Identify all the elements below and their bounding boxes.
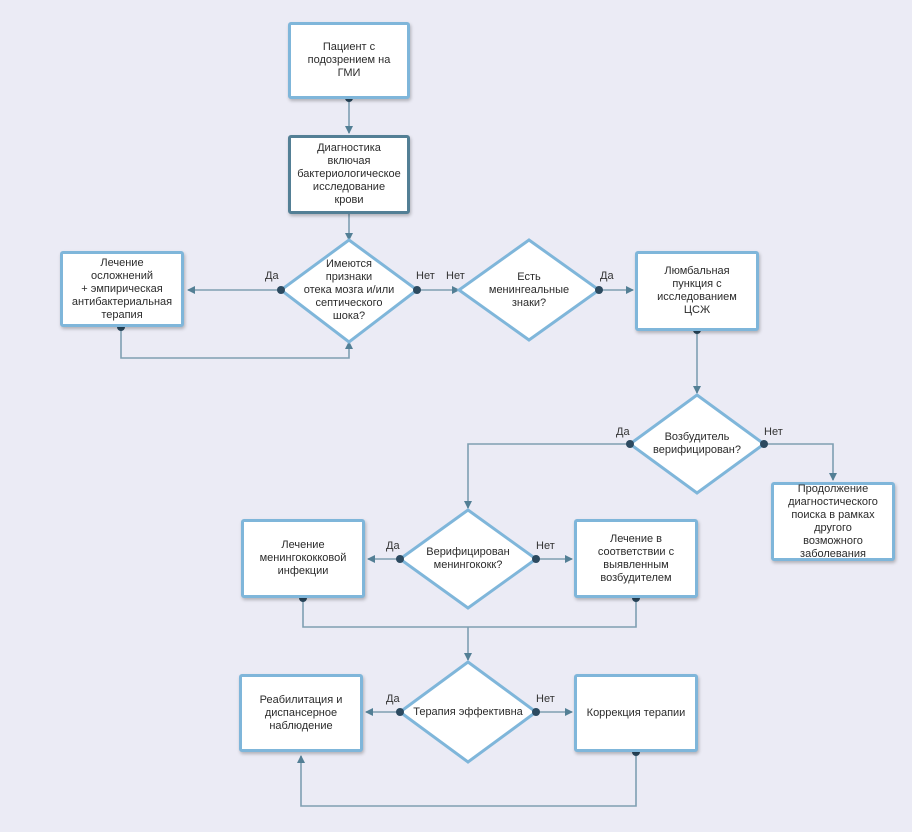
decision-meningeal-text: Есть менингеальные знаки?	[488, 270, 570, 309]
node-lumbar-puncture: Люмбальная пункция с исследованием ЦСЖ	[635, 251, 759, 331]
therapy-no-label: Нет	[536, 693, 555, 705]
pathogen-no-label: Нет	[764, 426, 783, 438]
node-meningococcal-treatment: Лечение менингококковой инфекции	[241, 519, 365, 598]
connector-dot	[532, 708, 540, 716]
pathogen-yes-label: Да	[616, 426, 630, 438]
decision-therapy-text: Терапия эффективна	[413, 705, 523, 718]
node-patient: Пациент с подозрением на ГМИ	[288, 22, 410, 99]
node-continue-search: Продолжение диагностического поиска в ра…	[771, 482, 895, 561]
node-therapy-correction: Коррекция терапии	[574, 674, 698, 752]
connector-dot	[277, 286, 285, 294]
meningococcus-yes-label: Да	[386, 540, 400, 552]
meningeal-yes-label: Да	[600, 270, 614, 282]
therapy-yes-label: Да	[386, 693, 400, 705]
connector-correction-loop	[297, 752, 637, 807]
meningeal-no-label: Нет	[446, 270, 465, 282]
connector-dot	[396, 555, 404, 563]
connector-pathogen-treatment-merge	[468, 598, 637, 628]
diamond-meningeal-question	[456, 238, 602, 342]
connector-dot	[595, 286, 603, 294]
diamond-edema-question	[278, 238, 420, 344]
connector-pathogen-yes	[464, 443, 630, 509]
diamond-therapy-question	[397, 660, 539, 764]
decision-edema-text: Имеются признаки отека мозга и/или септи…	[303, 257, 395, 322]
decision-pathogen-text: Возбудитель верифицирован?	[652, 431, 741, 456]
connector-dot	[626, 440, 634, 448]
meningococcus-no-label: Нет	[536, 540, 555, 552]
edema-yes-label: Да	[265, 270, 279, 282]
connector-complications-loop	[120, 327, 353, 359]
connector-meningococcal-treatment-merge	[302, 598, 468, 628]
node-rehabilitation: Реабилитация и диспансерное наблюдение	[239, 674, 363, 752]
node-pathogen-treatment: Лечение в соответствии с выявленным возб…	[574, 519, 698, 598]
diamond-pathogen-question	[627, 393, 767, 495]
edema-no-label: Нет	[416, 270, 435, 282]
connector-dot	[413, 286, 421, 294]
connector-dot	[532, 555, 540, 563]
connector-pathogen-no	[764, 443, 837, 481]
connector-dot	[396, 708, 404, 716]
decision-meningococcus-text: Верифицирован менингококк?	[426, 546, 510, 571]
node-diagnostics: Диагностика включая бактериологическое и…	[288, 135, 410, 214]
node-complications-treatment: Лечение осложнений + эмпирическая антиба…	[60, 251, 184, 327]
connector-dot	[760, 440, 768, 448]
diamond-meningococcus-question	[397, 508, 539, 610]
